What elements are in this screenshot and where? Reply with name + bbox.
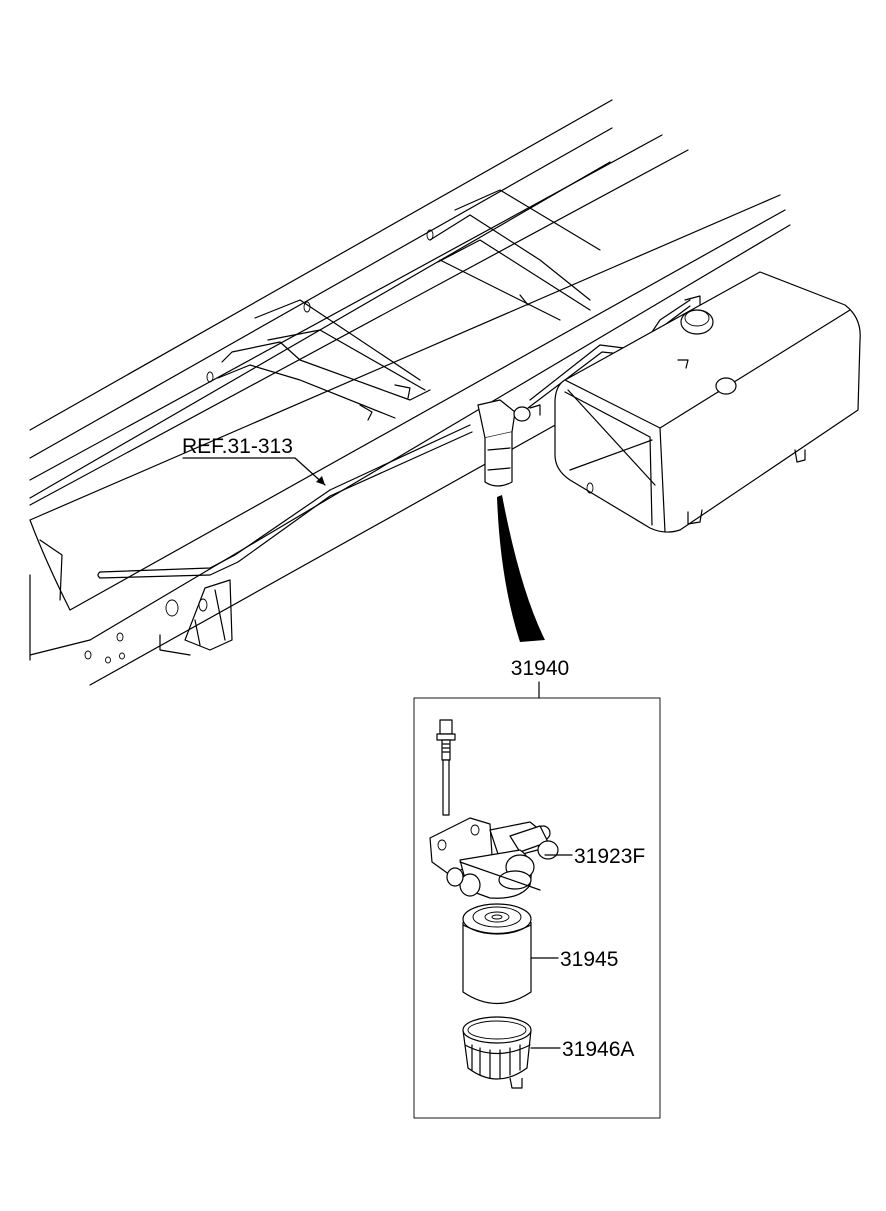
ref-label: REF.31-313 xyxy=(182,435,293,458)
assembly-label: 31940 xyxy=(511,657,569,680)
assembly-callout: 31940 xyxy=(413,657,661,1119)
chassis-frame xyxy=(29,99,791,686)
part-label-31945: 31945 xyxy=(560,948,618,971)
bleed-screw xyxy=(436,719,456,816)
filter-head: 31923F xyxy=(429,817,645,899)
installed-fuel-filter xyxy=(477,399,545,642)
water-bowl: 31946A xyxy=(462,1016,634,1089)
part-label-31923F: 31923F xyxy=(574,845,645,868)
fuel-tank xyxy=(554,271,861,533)
ref-callout: REF.31-313 xyxy=(182,435,326,486)
filter-cartridge: 31945 xyxy=(462,903,618,1004)
leader-wedge xyxy=(497,495,545,642)
assembly-box xyxy=(413,697,661,1119)
part-label-31946A: 31946A xyxy=(562,1038,634,1061)
